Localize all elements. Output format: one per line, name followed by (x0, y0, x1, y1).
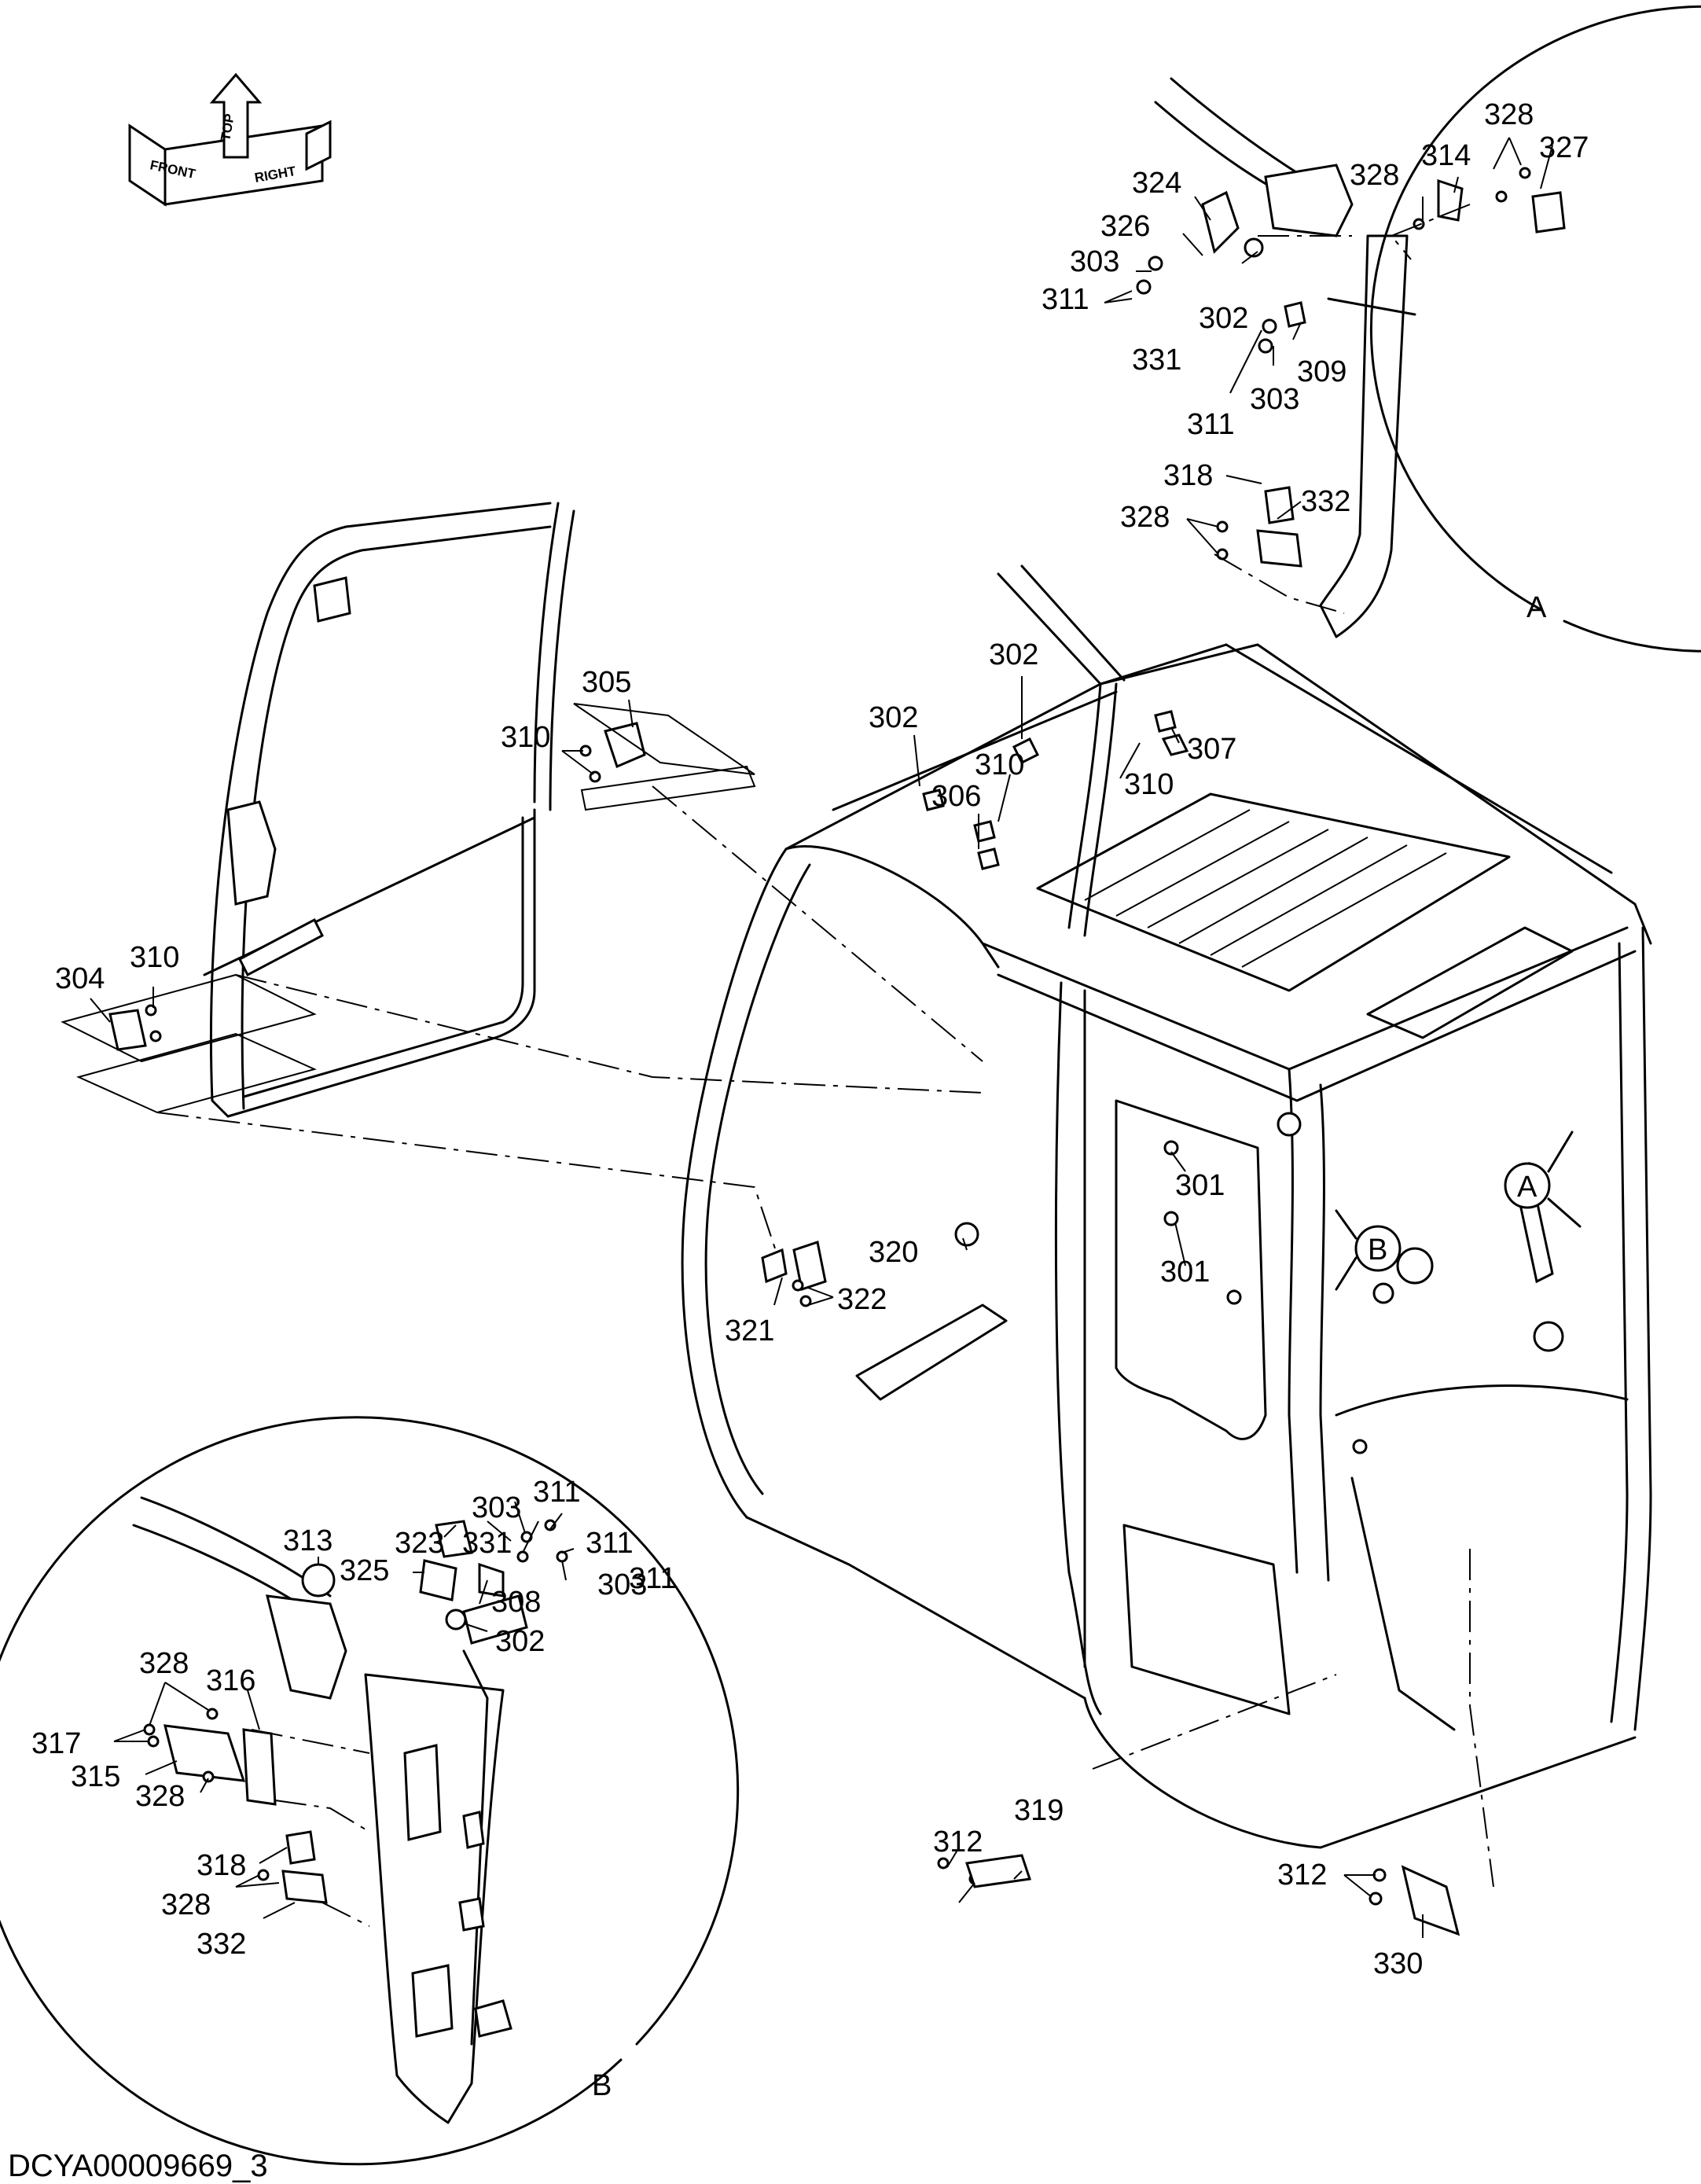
callout-door-305: 305 (582, 666, 631, 699)
view-marker-b-letter: B (1368, 1234, 1387, 1267)
detail-b: 311 303 323 331 311 313 325 311 308 303 … (0, 1416, 740, 2166)
callout-b-328-mid: 328 (135, 1780, 185, 1813)
callout-a-328-mid: 328 (1350, 159, 1399, 192)
callout-a-327: 327 (1539, 131, 1589, 164)
callout-b-308: 308 (491, 1586, 541, 1619)
callout-door-310-bottom: 310 (130, 941, 179, 974)
callout-b-331: 331 (462, 1527, 512, 1560)
detail-a-circle (1369, 5, 1701, 653)
callout-cab-312-left: 312 (933, 1826, 983, 1859)
callout-b-315: 315 (71, 1760, 120, 1793)
view-marker-b-circle (1354, 1225, 1402, 1272)
callout-a-314: 314 (1421, 139, 1471, 172)
callout-cab-306: 306 (931, 780, 981, 813)
callout-a-326: 326 (1100, 210, 1150, 243)
callout-b-311-mid: 311 (586, 1527, 634, 1560)
callout-b-316: 316 (206, 1664, 255, 1697)
callout-cab-310-left: 310 (975, 748, 1024, 781)
callout-a-303-upper: 303 (1070, 245, 1119, 278)
orientation-indicator: FRONT TOP RIGHT (128, 72, 332, 207)
callout-b-311-low: 311 (629, 1562, 677, 1595)
callout-a-302: 302 (1199, 302, 1248, 335)
callout-a-303-lower: 303 (1250, 383, 1299, 416)
callout-b-332: 332 (197, 1928, 246, 1961)
callout-b-328-low: 328 (161, 1888, 211, 1921)
callout-door-304: 304 (55, 962, 105, 995)
callout-b-328-top: 328 (139, 1647, 189, 1680)
detail-a: 328 314 327 324 328 326 303 311 302 331 … (1042, 5, 1701, 653)
callout-door-310-top: 310 (501, 721, 550, 754)
callout-b-317: 317 (31, 1727, 81, 1760)
callout-cab-302-right: 302 (989, 638, 1038, 671)
detail-b-circle (0, 1416, 740, 2166)
door-assembly: 305 310 304 310 (55, 502, 983, 1259)
callout-cab-310-right: 310 (1124, 768, 1174, 801)
callout-b-325: 325 (340, 1554, 389, 1587)
callout-cab-321: 321 (725, 1314, 774, 1348)
callout-a-311-upper: 311 (1042, 283, 1089, 316)
view-marker-a-letter: A (1517, 1171, 1538, 1204)
cab-frame: A B 302 302 310 307 306 310 301 301 320 … (681, 564, 1652, 1980)
callout-cab-312-right: 312 (1277, 1859, 1327, 1892)
detail-b-letter: B (592, 2069, 612, 2102)
callout-a-331: 331 (1132, 344, 1181, 377)
callout-b-302: 302 (495, 1625, 545, 1658)
callout-cab-319: 319 (1014, 1794, 1064, 1827)
callout-cab-322: 322 (837, 1283, 887, 1316)
callout-a-311-lower: 311 (1187, 408, 1235, 441)
callout-cab-330: 330 (1373, 1947, 1423, 1980)
callout-a-318: 318 (1163, 459, 1213, 492)
callout-cab-301-lower: 301 (1160, 1256, 1210, 1289)
callout-cab-320: 320 (869, 1236, 918, 1269)
callout-b-311-top: 311 (533, 1476, 581, 1509)
callout-a-332: 332 (1301, 485, 1350, 518)
callout-b-323: 323 (395, 1527, 444, 1560)
callout-a-324: 324 (1132, 167, 1181, 200)
callout-cab-302-left: 302 (869, 701, 918, 734)
callout-b-303-top: 303 (472, 1491, 521, 1524)
callout-cab-307: 307 (1187, 733, 1236, 766)
document-id: DCYA00009669_3 (8, 2149, 268, 2183)
callout-b-313: 313 (283, 1524, 332, 1557)
detail-a-letter: A (1526, 591, 1547, 624)
callout-a-328-top: 328 (1484, 98, 1534, 131)
callout-b-303-low: 303 (597, 1568, 647, 1601)
callout-cab-301-upper: 301 (1175, 1169, 1225, 1202)
callout-a-328-low: 328 (1120, 501, 1170, 534)
callout-a-309: 309 (1297, 355, 1346, 388)
view-marker-a-circle (1504, 1162, 1551, 1209)
callout-b-318: 318 (197, 1849, 246, 1882)
